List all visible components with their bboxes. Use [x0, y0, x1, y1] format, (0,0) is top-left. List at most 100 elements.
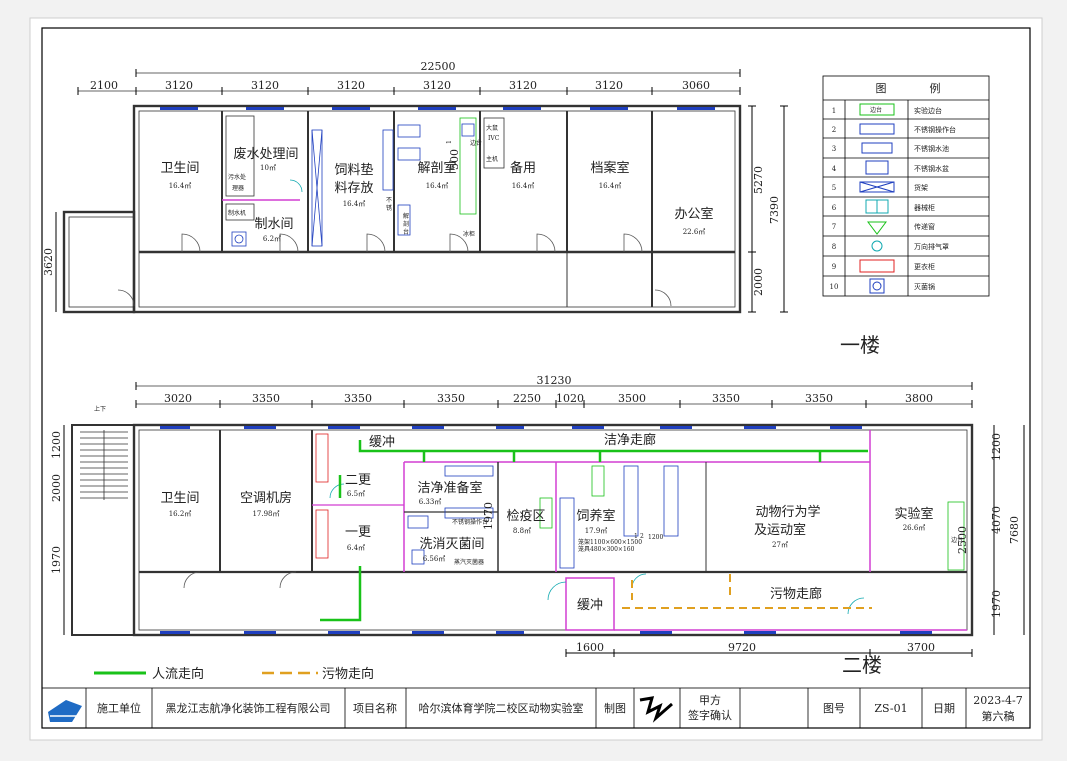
legend-no-7: 7: [832, 223, 836, 231]
f1-dim-5: 3120: [509, 79, 537, 92]
f2-equip-1200: 1200: [648, 534, 663, 541]
floor1-doors: [117, 179, 672, 307]
f1-room-feed-area: 16.4㎡: [343, 200, 366, 208]
legend-title-2: 例: [930, 81, 941, 95]
f1-equip-d1: 1: [446, 140, 453, 144]
f1-equip-ss: 不: [386, 197, 392, 204]
f1-label: 一楼: [840, 333, 880, 357]
f2-equip-n1: 1: [634, 533, 638, 540]
f1-room-spare: 备用: [510, 160, 536, 176]
f2-room-hvac: 空调机房: [240, 490, 292, 506]
f2-room-breeding: 饲养室: [576, 508, 615, 524]
f1-room-dissection: 解剖室: [417, 160, 456, 176]
f2-room-behavior: 动物行为学: [755, 504, 820, 520]
floor1-windows: [160, 107, 715, 110]
f2-dim-bottom-1: 9720: [728, 641, 756, 654]
f2-room-toilet-area: 16.2㎡: [169, 510, 192, 518]
f1-dim-3: 3120: [337, 79, 365, 92]
f1-dim-0: 2100: [90, 79, 118, 92]
f1-equip-sewage-2: 理器: [232, 185, 244, 192]
f2-dim-1: 3350: [252, 392, 280, 405]
f1-equip-host: 主机: [486, 155, 498, 163]
f1-room-toilet: 卫生间: [160, 161, 199, 176]
f1-equip-ivc-2: IVC: [488, 135, 500, 142]
f2-room-behavior-line2: 及运动室: [754, 522, 806, 538]
f2-equip-n2: 2: [640, 533, 644, 540]
tb-date: 2023-4-7: [973, 694, 1022, 707]
f2-clean-corridor: 洁净走廊: [604, 432, 656, 448]
legend-no-1: 1: [832, 107, 836, 115]
f1-equip-ivc-1: 大鼠: [486, 124, 498, 132]
f1-room-archive: 档案室: [590, 160, 629, 176]
f2-room-sterilize-area: 6.56㎡: [423, 555, 446, 563]
f2-equip-ss-bench: 不锈钢操作台: [452, 518, 488, 526]
f1-equip-cab-3: 台: [403, 228, 409, 236]
f1-total-dim: 22500: [421, 60, 456, 73]
f2-buffer-top: 缓冲: [369, 435, 395, 450]
f1-dim-overall: 7390: [768, 196, 781, 224]
f2-dim-2: 3350: [344, 392, 372, 405]
waste-flow-lines: [622, 574, 872, 609]
legend-label-4: 不锈钢水盆: [914, 164, 949, 173]
f1-room-wastewater: 废水处理间: [233, 146, 298, 162]
f1-room-wastewater-area: 10㎡: [260, 164, 276, 172]
company-logo: [48, 700, 82, 722]
f1-equip-d2: 500: [448, 149, 461, 170]
f2-room-quarantine: 检疫区: [506, 508, 545, 524]
f2-dim-4: 2250: [513, 392, 541, 405]
tb-drawing-no-label: 图号: [823, 702, 845, 715]
f1-dim-7: 3060: [682, 79, 710, 92]
f2-dim-9: 3800: [905, 392, 933, 405]
legend-label-2: 不锈钢操作台: [914, 125, 956, 134]
f2-room-change2: 二更: [345, 473, 371, 488]
f2-room-lab: 实验室: [894, 506, 933, 522]
legend-title: 图: [876, 82, 887, 95]
f1-dim-left: 3620: [42, 248, 55, 276]
legend-symbols: [859, 103, 895, 294]
f1-equip-freezer: 冰柜: [463, 230, 475, 238]
f2-room-change2-area: 6.5㎡: [347, 490, 365, 498]
f2-room-toilet: 卫生间: [160, 491, 199, 506]
f2-buffer-bottom: 缓冲: [577, 598, 603, 613]
legend-label-6: 器械柜: [914, 203, 935, 212]
legend-no-8: 8: [832, 243, 836, 251]
title-block: [41, 687, 1031, 729]
f2-dim-7: 3350: [712, 392, 740, 405]
f1-room-toilet-area: 16.4㎡: [169, 182, 192, 190]
f2-dim-left-2: 1970: [50, 546, 63, 574]
waste-flow-label: 污物走向: [322, 666, 374, 682]
legend-no-3: 3: [832, 145, 836, 153]
stair-treads: [80, 430, 128, 500]
f1-room-dissection-area: 16.4㎡: [426, 182, 449, 190]
f2-dim-6: 3500: [618, 392, 646, 405]
floor1-dim-ticks: [55, 69, 788, 313]
f1-dim-right-1: 2000: [752, 268, 765, 296]
legend-no-10: 10: [830, 283, 839, 291]
legend-label-1: 实验边台: [914, 106, 942, 115]
tb-client-sign-label: 签字确认: [688, 708, 732, 722]
f1-equip-bench: 边台: [470, 139, 482, 147]
f2-dim-bottom-0: 1600: [576, 641, 604, 654]
f1-dim-1: 3120: [165, 79, 193, 92]
floor2-plan: [71, 385, 974, 637]
legend-no-9: 9: [832, 263, 836, 271]
legend-no-5: 5: [832, 184, 836, 192]
legend-label-9: 更衣柜: [914, 262, 935, 271]
legend-table: [822, 75, 990, 297]
f1-room-watermaking-area: 6.2㎡: [263, 235, 281, 243]
f2-dim-8: 3350: [805, 392, 833, 405]
f1-room-spare-area: 16.4㎡: [512, 182, 535, 190]
f2-equip-1970: 1970: [482, 502, 495, 530]
tb-client-label: 甲方: [699, 693, 721, 707]
floor1-plan: [62, 72, 742, 314]
legend-no-6: 6: [832, 204, 837, 212]
people-flow-lines: [320, 440, 868, 622]
legend-label-3: 不锈钢水池: [914, 144, 949, 153]
f1-room-feed-line2: 料存放: [334, 181, 373, 196]
f2-room-clean-prep-area: 6.33㎡: [419, 498, 442, 506]
legend-label-7: 传递窗: [914, 222, 935, 231]
f2-dim-left-0: 1200: [50, 431, 63, 459]
f2-room-behavior-area: 27㎡: [772, 541, 788, 549]
f2-equip-bench: 边台: [951, 536, 963, 544]
